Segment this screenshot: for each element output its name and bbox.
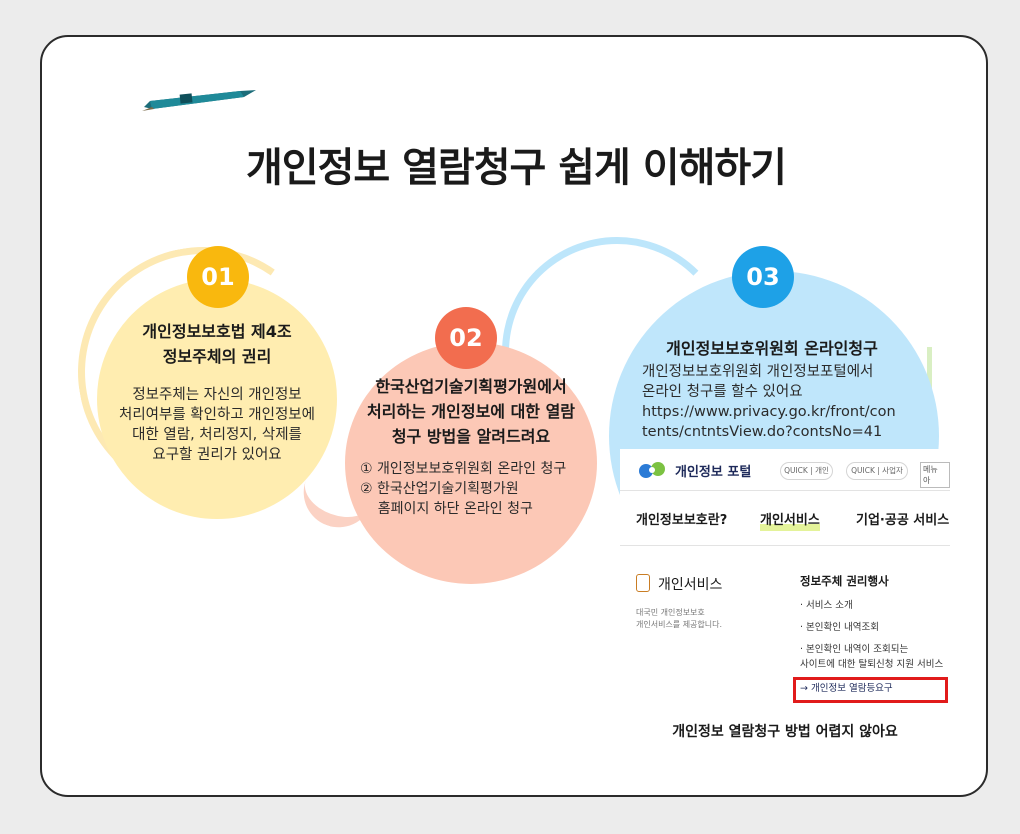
nav-item-privacy-intro[interactable]: 개인정보보호란? (636, 513, 728, 528)
service-title: 개인서비스 (658, 577, 723, 593)
infographic-card: 개인정보 열람청구 쉽게 이해하기 01 02 03 개인정보보호법 제4조 정… (40, 35, 988, 797)
highlight-box (793, 677, 948, 703)
step-3-heading: 개인정보보호위원회 온라인청구 (666, 339, 878, 358)
service-description-line: 개인서비스를 제공합니다. (636, 620, 723, 629)
list-item-service-intro[interactable]: · 서비스 소개 (800, 600, 853, 611)
portal-screenshot: 개인정보 포털 QUICK | 개인 QUICK | 사업자 메뉴 아 개인정보… (620, 449, 950, 719)
step-2-body-line: ① 개인정보보호위원회 온라인 청구 (360, 461, 567, 477)
menu-icon[interactable]: 메뉴 아 (920, 462, 950, 488)
step-1-body-line: 대한 열람, 처리정지, 삭제를 (132, 427, 302, 443)
step-2-heading-line: 청구 방법을 알려드려요 (391, 427, 551, 446)
list-item-line: 사이트에 대한 탈퇴신청 지원 서비스 (800, 659, 944, 670)
step-1-body-line: 처리여부를 확인하고 개인정보에 (119, 407, 315, 423)
step-2-body-line: 홈페이지 하단 온라인 청구 (360, 501, 533, 517)
portal-logo-icon[interactable] (637, 460, 667, 480)
step-1-body-line: 정보주체는 자신의 개인정보 (132, 387, 302, 403)
step-3-body: 개인정보보호위원회 개인정보포털에서 온라인 청구를 할수 있어요 https:… (642, 362, 942, 442)
step-1-body: 정보주체는 자신의 개인정보 처리여부를 확인하고 개인정보에 대한 열람, 처… (102, 385, 332, 465)
step-2-heading-line: 한국산업기술기획평가원에서 (375, 377, 567, 396)
step-2-circle (345, 342, 597, 584)
list-item-withdrawal-support[interactable]: · 본인확인 내역이 조회되는 사이트에 대한 탈퇴신청 지원 서비스 (800, 642, 950, 672)
step-1-circle (97, 279, 337, 519)
quick-business-button[interactable]: QUICK | 사업자 (846, 462, 908, 480)
portal-title[interactable]: 개인정보 포털 (675, 465, 752, 480)
service-description-line: 대국민 개인정보보호 (636, 608, 705, 617)
nav-item-business-service[interactable]: 기업·공공 서비스 (856, 513, 950, 528)
step-2-body-line: ② 한국산업기술기획평가원 (360, 481, 519, 497)
step-3-body-line: 온라인 청구를 할수 있어요 (642, 384, 803, 400)
caption: 개인정보 열람청구 방법 어렵지 않아요 (672, 724, 898, 740)
divider (620, 545, 950, 546)
step-2-body: ① 개인정보보호위원회 온라인 청구 ② 한국산업기술기획평가원 홈페이지 하단… (345, 459, 597, 519)
step-1-heading-line: 개인정보보호법 제4조 (142, 322, 292, 341)
pen-icon (142, 90, 256, 111)
service-description: 대국민 개인정보보호 개인서비스를 제공합니다. (636, 607, 766, 631)
person-shield-icon (636, 574, 650, 592)
list-item-access-request[interactable]: → 개인정보 열람등요구 (800, 683, 893, 694)
section-title: 정보주체 권리행사 (800, 574, 889, 588)
step-3-link-line[interactable]: tents/cntntsView.do?contsNo=41 (642, 424, 883, 440)
list-item-line: · 본인확인 내역이 조회되는 (800, 644, 909, 655)
nav-highlight (760, 524, 820, 531)
list-item-identity-history[interactable]: · 본인확인 내역조회 (800, 622, 879, 633)
nav-item-personal-service[interactable]: 개인서비스 (760, 513, 820, 528)
step-2-heading: 한국산업기술기획평가원에서 처리하는 개인정보에 대한 열람 청구 방법을 알려… (345, 374, 597, 449)
step-2-number: 02 (435, 307, 497, 369)
step-1-heading: 개인정보보호법 제4조 정보주체의 권리 (102, 319, 332, 369)
step-3-body-line: 개인정보보호위원회 개인정보포털에서 (642, 364, 874, 380)
step-1-body-line: 요구할 권리가 있어요 (152, 447, 282, 463)
step-1-number: 01 (187, 246, 249, 308)
step-3-link-line[interactable]: https://www.privacy.go.kr/front/con (642, 404, 896, 420)
quick-personal-button[interactable]: QUICK | 개인 (780, 462, 833, 480)
step-2-heading-line: 처리하는 개인정보에 대한 열람 (366, 402, 576, 421)
portal-header: 개인정보 포털 QUICK | 개인 QUICK | 사업자 메뉴 아 (620, 449, 950, 491)
page-title: 개인정보 열람청구 쉽게 이해하기 (246, 145, 787, 191)
step-1-heading-line: 정보주체의 권리 (162, 347, 272, 366)
step-3-number: 03 (732, 246, 794, 308)
